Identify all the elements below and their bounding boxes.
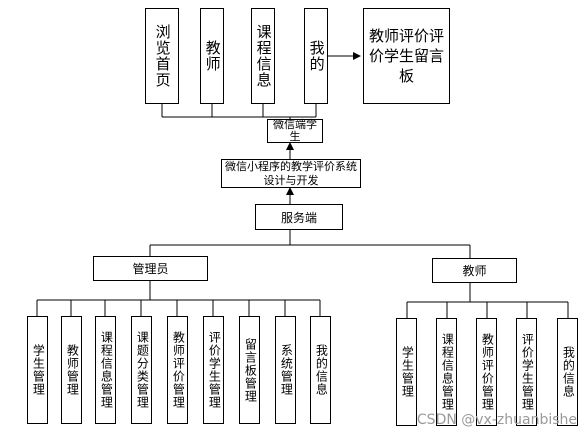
- module-label: 我的信息: [561, 346, 576, 398]
- module-message-board: 教师评价评价学生留言板: [363, 8, 450, 104]
- module-label: 课题分类管理: [135, 331, 150, 409]
- module-label: 教师评价管理: [480, 333, 495, 411]
- teacher-module-course-mgmt: 课程信息管理: [436, 318, 457, 426]
- node-teacher-role: 教师: [432, 258, 517, 283]
- admin-module-teacher-eval-mgmt: 教师评价管理: [167, 316, 188, 424]
- system-title-label: 微信小程序的教学评价系统设计与开发: [225, 159, 357, 187]
- admin-module-teacher-mgmt: 教师管理: [61, 316, 82, 424]
- node-admin: 管理员: [93, 256, 208, 281]
- wechat-label: 微信端学生: [273, 118, 317, 143]
- module-label: 浏览首页: [153, 24, 172, 88]
- server-label: 服务端: [280, 210, 317, 225]
- module-label: 系统管理: [279, 344, 294, 396]
- module-label: 评价学生管理: [207, 331, 222, 409]
- module-label: 学生管理: [31, 344, 46, 396]
- module-label: 教师管理: [65, 344, 80, 396]
- admin-module-student-eval-mgmt: 评价学生管理: [203, 316, 224, 424]
- module-teacher: 教师: [200, 8, 224, 104]
- module-label: 留言板管理: [243, 337, 258, 403]
- teacher-module-student-eval-mgmt: 评价学生管理: [516, 318, 537, 426]
- admin-module-course-mgmt: 课程信息管理: [95, 316, 116, 424]
- csdn-watermark: CSDN @vx-zhuanbishe: [416, 412, 577, 428]
- node-system-title: 微信小程序的教学评价系统设计与开发: [221, 159, 361, 188]
- admin-module-message-board-mgmt: 留言板管理: [239, 316, 260, 424]
- module-my: 我的: [304, 8, 328, 104]
- node-wechat-student: 微信端学生: [267, 119, 323, 143]
- admin-module-topic-category-mgmt: 课题分类管理: [131, 316, 152, 424]
- admin-module-system-mgmt: 系统管理: [275, 316, 296, 424]
- node-server: 服务端: [255, 204, 343, 230]
- admin-module-student-mgmt: 学生管理: [27, 316, 48, 424]
- module-label: 课程信息管理: [440, 333, 455, 411]
- teacher-module-student-mgmt: 学生管理: [396, 318, 417, 426]
- module-label: 课程信息管理: [99, 331, 114, 409]
- module-browse-home: 浏览首页: [145, 8, 179, 104]
- teacher-role-label: 教师: [462, 264, 487, 278]
- teacher-module-my-info: 我的信息: [557, 318, 578, 426]
- teacher-module-teacher-eval-mgmt: 教师评价管理: [476, 318, 497, 426]
- module-label: 教师评价管理: [171, 331, 186, 409]
- module-course-info: 课程信息: [251, 8, 275, 104]
- module-label: 教师: [203, 40, 222, 72]
- admin-label: 管理员: [132, 262, 169, 276]
- admin-module-my-info: 我的信息: [310, 316, 331, 424]
- module-label: 学生管理: [400, 346, 415, 398]
- module-label: 我的: [307, 40, 326, 72]
- module-label: 评价学生管理: [520, 333, 535, 411]
- module-label: 我的信息: [314, 344, 329, 396]
- board-label: 教师评价评价学生留言板: [368, 26, 444, 86]
- module-label: 课程信息: [254, 24, 273, 88]
